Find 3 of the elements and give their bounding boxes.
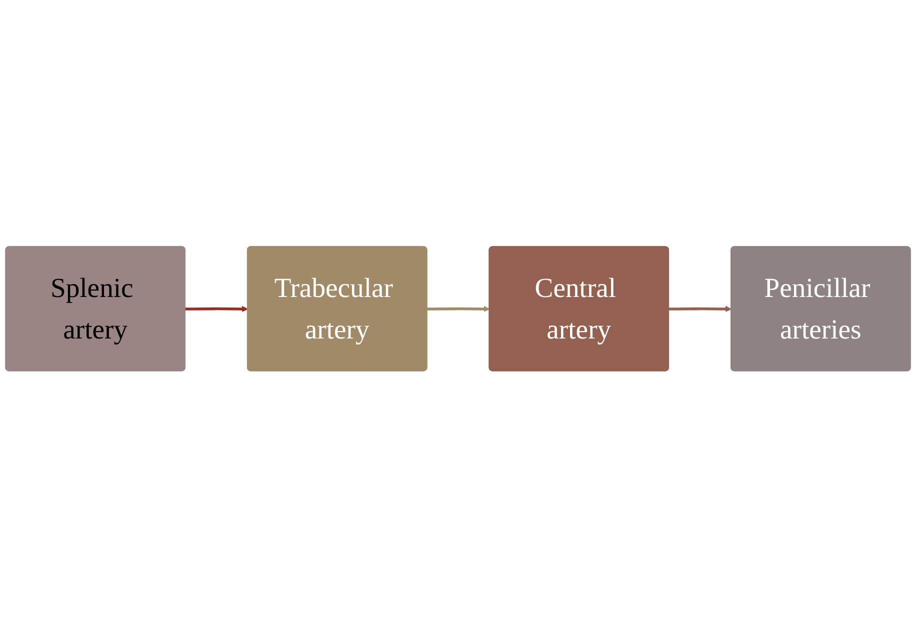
arrow	[669, 306, 732, 312]
arrow	[185, 306, 248, 312]
arrow	[427, 306, 490, 312]
